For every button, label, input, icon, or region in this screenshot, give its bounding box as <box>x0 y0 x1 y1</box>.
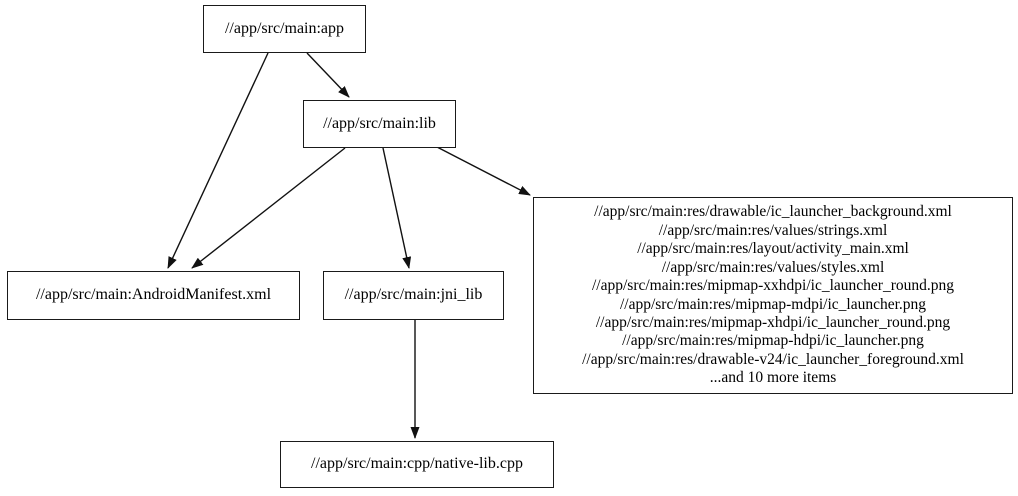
res-file-item: //app/src/main:res/mipmap-xhdpi/ic_launc… <box>595 313 951 331</box>
node-lib-target: //app/src/main:lib <box>303 100 456 148</box>
node-nativelib-label: //app/src/main:cpp/native-lib.cpp <box>311 455 523 473</box>
res-file-item: //app/src/main:res/mipmap-hdpi/ic_launch… <box>622 332 924 350</box>
node-jnilib-target: //app/src/main:jni_lib <box>323 271 504 320</box>
edge-app-to-lib <box>306 52 350 98</box>
edge-lib-to-jnilib <box>382 147 412 269</box>
res-file-item: //app/src/main:res/drawable/ic_launcher_… <box>594 203 952 221</box>
node-app-label: //app/src/main:app <box>224 19 345 37</box>
node-nativelib-target: //app/src/main:cpp/native-lib.cpp <box>280 441 554 488</box>
res-file-item: //app/src/main:res/drawable-v24/ic_launc… <box>582 350 964 368</box>
node-app-target: //app/src/main:app <box>203 5 366 53</box>
res-file-item: //app/src/main:res/values/styles.xml <box>661 258 885 276</box>
node-resfiles-group: //app/src/main:res/drawable/ic_launcher_… <box>533 197 1013 394</box>
res-file-item: //app/src/main:res/values/strings.xml <box>658 221 888 239</box>
res-file-item: //app/src/main:res/mipmap-mdpi/ic_launch… <box>619 295 927 313</box>
node-androidmanifest-target: //app/src/main:AndroidManifest.xml <box>7 271 300 320</box>
res-file-item: //app/src/main:res/mipmap-xxhdpi/ic_laun… <box>591 277 954 295</box>
edge-lib-to-androidmanifest <box>191 147 346 269</box>
res-file-item: //app/src/main:res/layout/activity_main.… <box>637 240 909 258</box>
node-jnilib-label: //app/src/main:jni_lib <box>344 286 483 304</box>
edge-lib-to-resfiles <box>436 146 531 196</box>
res-more-items-label: ...and 10 more items <box>709 369 837 387</box>
node-androidmanifest-label: //app/src/main:AndroidManifest.xml <box>35 286 272 304</box>
edge-app-to-androidmanifest <box>167 52 269 269</box>
node-lib-label: //app/src/main:lib <box>323 114 436 132</box>
